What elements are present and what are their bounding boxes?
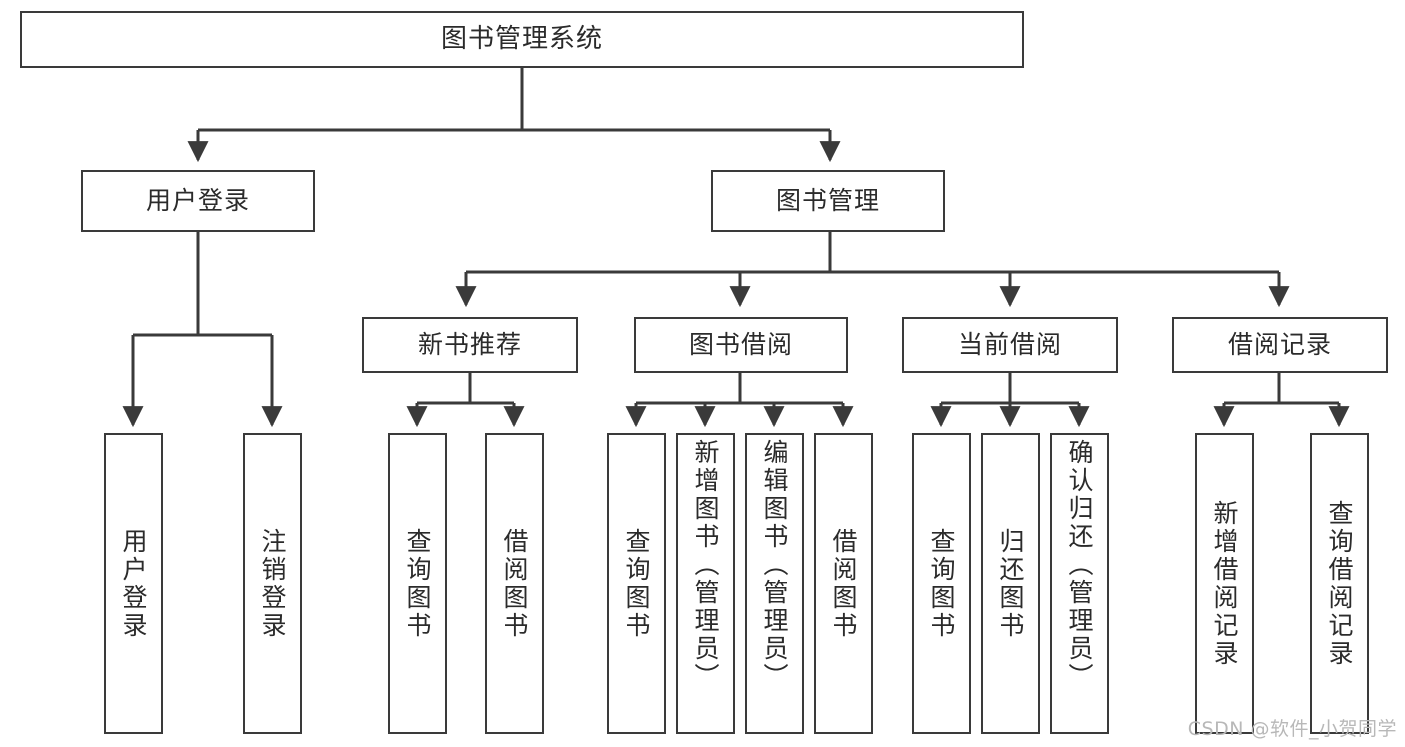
node-book-borrow[interactable]: 图书借阅 — [634, 317, 848, 373]
leaf-user-login-logout[interactable]: 注销登录 — [243, 433, 302, 734]
node-label: 借阅记录 — [1227, 329, 1332, 359]
leaf-book-borrow-query-book[interactable]: 查询图书 — [607, 433, 666, 734]
node-label: 借阅图书 — [500, 527, 529, 640]
node-label: 图书管理系统 — [440, 23, 603, 54]
leaf-current-borrow-return-book[interactable]: 归还图书 — [981, 433, 1040, 734]
leaf-new-book-query-book[interactable]: 查询图书 — [388, 433, 447, 734]
node-label: 借阅图书 — [829, 527, 858, 640]
leaf-book-borrow-add-book-admin[interactable]: 新增图书（管理员） — [676, 433, 735, 734]
node-label: 图书管理 — [775, 185, 880, 215]
node-borrow-record[interactable]: 借阅记录 — [1172, 317, 1388, 373]
leaf-borrow-record-query-record[interactable]: 查询借阅记录 — [1310, 433, 1369, 734]
node-user-login[interactable]: 用户登录 — [81, 170, 315, 232]
csdn-watermark: CSDN @软件_小贺同学 — [1187, 718, 1397, 740]
node-current-borrow[interactable]: 当前借阅 — [902, 317, 1118, 373]
node-label: 当前借阅 — [957, 329, 1062, 359]
node-label: 查询图书 — [403, 527, 432, 640]
node-root-book-management-system[interactable]: 图书管理系统 — [20, 11, 1024, 68]
node-label: 图书借阅 — [688, 329, 793, 359]
leaf-current-borrow-confirm-return-admin[interactable]: 确认归还（管理员） — [1050, 433, 1109, 734]
node-label: 查询借阅记录 — [1325, 499, 1354, 668]
leaf-user-login-login[interactable]: 用户登录 — [104, 433, 163, 734]
leaf-current-borrow-query-book[interactable]: 查询图书 — [912, 433, 971, 734]
node-label: 归还图书 — [996, 527, 1025, 640]
node-label: 查询图书 — [927, 527, 956, 640]
node-label: 编辑图书（管理员） — [760, 439, 789, 691]
leaf-new-book-borrow-book[interactable]: 借阅图书 — [485, 433, 544, 734]
node-label: 用户登录 — [119, 527, 148, 640]
node-new-book-recommend[interactable]: 新书推荐 — [362, 317, 578, 373]
leaf-book-borrow-borrow-book[interactable]: 借阅图书 — [814, 433, 873, 734]
node-label: 新增借阅记录 — [1210, 499, 1239, 668]
node-label: 注销登录 — [258, 527, 287, 640]
leaf-book-borrow-edit-book-admin[interactable]: 编辑图书（管理员） — [745, 433, 804, 734]
node-label: 新书推荐 — [417, 329, 522, 359]
node-label: 查询图书 — [622, 527, 651, 640]
node-label: 确认归还（管理员） — [1065, 439, 1094, 691]
node-label: 新增图书（管理员） — [691, 439, 720, 691]
node-book-management[interactable]: 图书管理 — [711, 170, 945, 232]
leaf-borrow-record-add-record[interactable]: 新增借阅记录 — [1195, 433, 1254, 734]
node-label: 用户登录 — [145, 185, 250, 215]
